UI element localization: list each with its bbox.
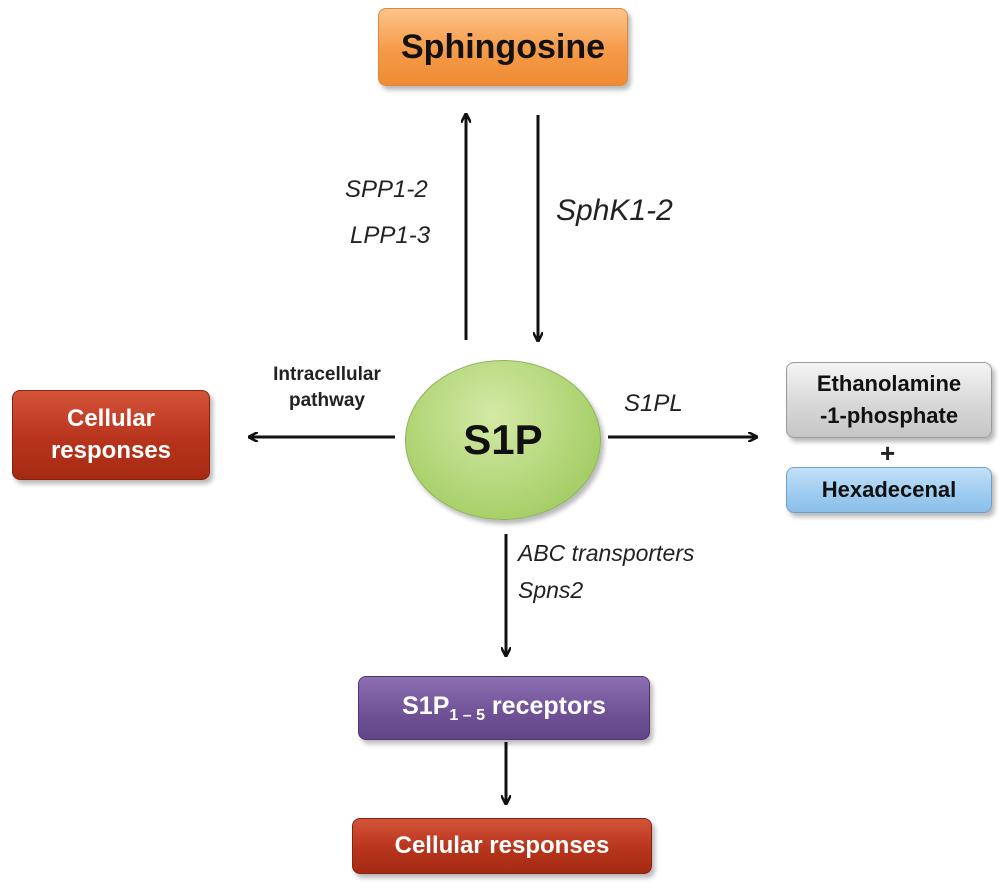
cellular-responses-bottom-node: Cellular responses <box>352 818 652 874</box>
cellular-responses-left-line2: responses <box>50 437 172 464</box>
abc-transporters-label: ABC transporters <box>518 540 695 566</box>
s1p-receptors-node: S1P1 – 5 receptors <box>358 676 650 740</box>
s1pl-enzyme-label: S1PL <box>624 390 683 417</box>
plus-sign: + <box>880 438 896 468</box>
ethanolamine-line2: -1-phosphate <box>819 403 959 428</box>
ethanolamine-line1: Ethanolamine <box>816 371 962 397</box>
spns2-label: Spns2 <box>518 577 584 603</box>
cellular-responses-bottom-label: Cellular responses <box>394 832 610 859</box>
hexadecenal-label: Hexadecenal <box>821 477 957 502</box>
receptors-prefix: S1P <box>402 691 450 720</box>
sphk-enzyme-label: SphK1-2 <box>556 194 673 227</box>
receptors-label: S1P1 – 5 receptors <box>402 692 606 725</box>
cellular-responses-left-node: Cellular responses <box>12 390 210 480</box>
s1p-label: S1P <box>463 416 543 463</box>
receptors-subscript: 1 – 5 <box>449 706 485 724</box>
spp-enzyme-label: SPP1-2 <box>345 176 428 203</box>
ethanolamine-phosphate-node: Ethanolamine -1-phosphate <box>786 362 992 438</box>
sphingosine-label: Sphingosine <box>401 27 605 66</box>
cellular-responses-left-line1: Cellular <box>66 404 156 432</box>
hexadecenal-node: Hexadecenal <box>786 467 992 513</box>
receptors-suffix: receptors <box>484 691 606 720</box>
sphingosine-node: Sphingosine <box>378 8 628 86</box>
s1p-node: S1P <box>405 360 601 520</box>
lpp-enzyme-label: LPP1-3 <box>350 222 431 249</box>
intracellular-pathway-label: Intracellular pathway <box>273 364 381 411</box>
